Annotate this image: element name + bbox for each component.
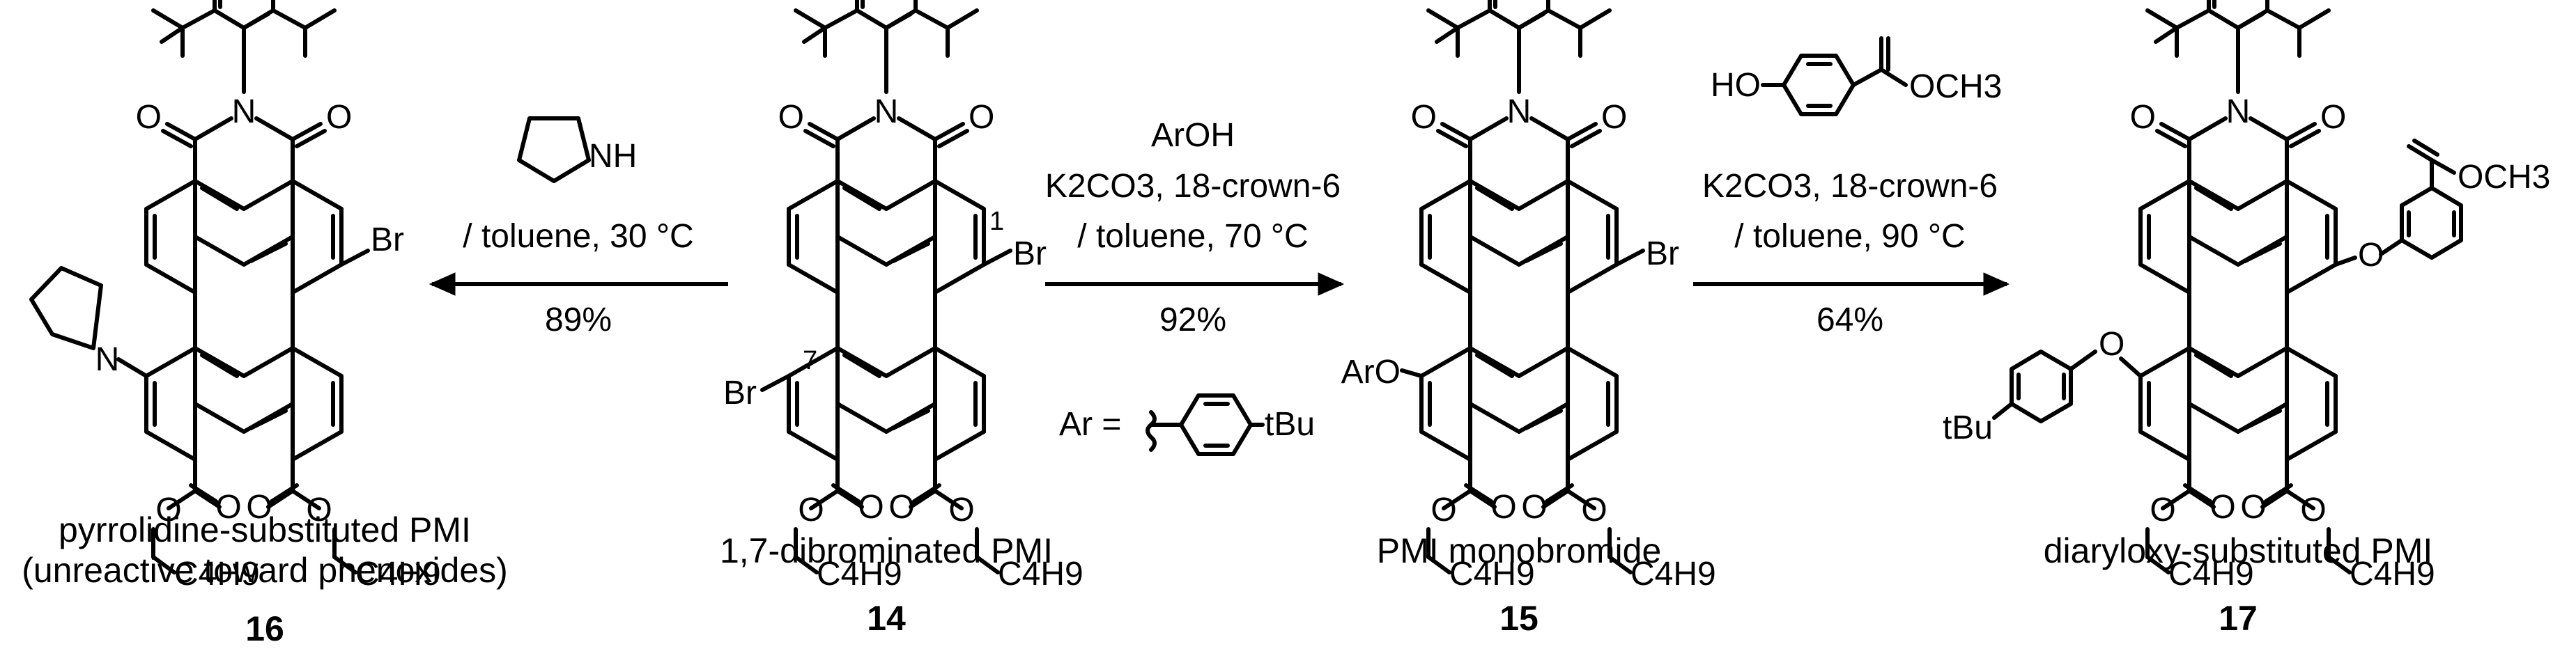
compound-number-14: 14 (867, 599, 906, 638)
atom-N-imide: N (232, 93, 256, 130)
pmi-core-17 (2141, 0, 2350, 572)
caption-16-line2: (unreactive toward phenoxides) (22, 551, 508, 590)
yield-14-15: 92% (1159, 301, 1226, 338)
pmi-core-15 (1421, 0, 1630, 572)
atom-O-left: O (2130, 99, 2156, 136)
atom-N-imide: N (874, 93, 899, 130)
atom-O-left: O (136, 99, 162, 136)
atom-N-pyrrolidine: N (95, 341, 120, 378)
pyrrolidine-ring (29, 266, 103, 350)
atom-O-ester-3: O (888, 489, 914, 526)
atom-N-imide: N (2226, 93, 2251, 130)
compound-17: N O O O OCH3 O tBu O O O O C4H9 C4H9 (1943, 0, 2550, 593)
atom-O-left: O (1411, 99, 1437, 136)
reagent-base-15-17: K2CO3, 18-crown-6 (1702, 168, 1998, 205)
position-1: 1 (989, 207, 1004, 236)
atom-C4H9-1: C4H9 (1449, 556, 1535, 593)
reagent-HO: HO (1711, 67, 1761, 104)
atom-O-ester-2: O (2209, 489, 2235, 526)
arrow-14-to-15: ArOH K2CO3, 18-crown-6 / toluene, 70 °C … (1045, 117, 1345, 456)
atom-Br-7: Br (723, 375, 757, 412)
atom-C4H9-1: C4H9 (2168, 556, 2254, 593)
atom-O-ester-2: O (858, 489, 884, 526)
atom-N-imide: N (1507, 93, 1532, 130)
yield-15-17: 64% (1817, 301, 1883, 338)
pyrrolidine-reagent-ring (517, 116, 591, 183)
atom-O-ester-1: O (1430, 492, 1456, 528)
caption-16-line1: pyrrolidine-substituted PMI (59, 510, 471, 549)
caption-14: 1,7-dibrominated PMI (720, 531, 1053, 570)
atom-O-left: O (778, 99, 804, 136)
caption-15: PMI monobromide (1377, 531, 1662, 570)
atom-O-ester-1: O (155, 492, 181, 528)
atom-O-right: O (326, 99, 352, 136)
atom-C4H9-1: C4H9 (817, 556, 902, 593)
atom-O-ester-4: O (1581, 492, 1607, 528)
atom-O-ester-3: O (2240, 489, 2266, 526)
ar-definition: Ar = (1059, 406, 1121, 443)
compound-number-16: 16 (245, 609, 284, 648)
reagent-base-14-15: K2CO3, 18-crown-6 (1045, 168, 1341, 205)
wavy-bond (1146, 410, 1157, 452)
aryl-ring-right (2400, 186, 2463, 260)
atom-O-right: O (969, 99, 994, 136)
atom-Br-1: Br (1013, 235, 1047, 272)
conditions-15-17: / toluene, 90 °C (1734, 218, 1965, 255)
reagent-ArOH: ArOH (1151, 117, 1235, 154)
reagent-NH: NH (589, 138, 637, 175)
reagent-OCH3: OCH3 (1909, 68, 2002, 105)
atom-ArO: ArO (1341, 354, 1401, 391)
caption-17: diaryloxy-substituted PMI (2044, 531, 2433, 570)
atom-Br: Br (1646, 235, 1679, 272)
atom-O-ester-2: O (215, 489, 241, 526)
atom-O-ester-1: O (2150, 492, 2175, 528)
atom-tBu: tBu (1943, 409, 1993, 446)
atom-C4H9-2: C4H9 (2350, 556, 2435, 593)
atom-O-ester-2: O (1490, 489, 1516, 526)
atom-O-ester-4: O (2300, 492, 2326, 528)
atom-C4H9-2: C4H9 (1630, 556, 1716, 593)
atom-C4H9-2: C4H9 (355, 556, 441, 593)
conditions-14-15: / toluene, 70 °C (1077, 218, 1308, 255)
arrow-14-to-16: NH / toluene, 30 °C 89% (429, 116, 728, 338)
compound-15: N O O Br ArO O O O O C4H9 C4H9 (1341, 0, 1716, 593)
compound-14: N O O Br 1 Br 7 O O O O C4H9 C4H9 (723, 0, 1083, 593)
pmi-core-14 (789, 0, 998, 572)
ar-substituent-tBu: tBu (1265, 406, 1315, 443)
atom-O-right: O (1601, 99, 1627, 136)
arrow-15-to-17: HO OCH3 K2CO3, 18-crown-6 / toluene, 90 … (1693, 36, 2010, 338)
atom-O-ester-4: O (306, 492, 332, 528)
atom-O-right: O (2320, 99, 2346, 136)
atom-OCH3: OCH3 (2458, 159, 2550, 196)
conditions-14-16: / toluene, 30 °C (463, 218, 693, 255)
yield-14-16: 89% (545, 301, 612, 338)
atom-C4H9-2: C4H9 (998, 556, 1083, 593)
position-7: 7 (803, 346, 817, 375)
atom-Br: Br (371, 221, 404, 258)
atom-O-ester-1: O (798, 492, 824, 528)
compound-16: N O O Br N O O O O C4H9 C4H9 (29, 0, 441, 593)
atom-O-ester-4: O (948, 492, 974, 528)
compound-number-17: 17 (2219, 599, 2258, 638)
atom-O-ester-3: O (1521, 489, 1547, 526)
atom-C4H9-1: C4H9 (174, 556, 260, 593)
atom-O-ester-3: O (246, 489, 272, 526)
atom-O-aryl-left: O (2099, 326, 2124, 363)
pmi-core-16 (146, 0, 355, 572)
compound-number-15: 15 (1499, 599, 1538, 638)
